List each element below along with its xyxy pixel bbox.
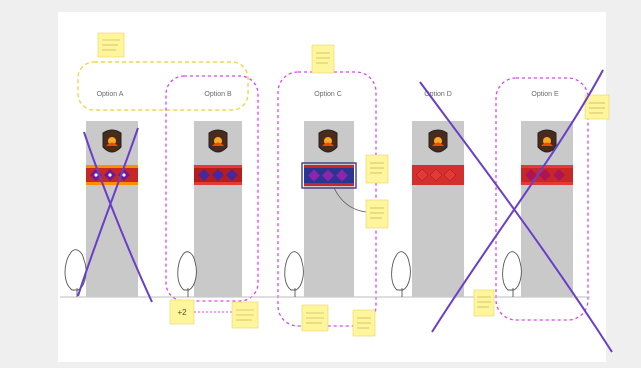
sticky-note-text: +2 — [177, 308, 187, 317]
annotation-arrow — [333, 187, 367, 213]
sticky-note[interactable]: +2 — [169, 299, 195, 325]
shield-emblem-icon — [428, 129, 448, 153]
sticky-note[interactable] — [301, 304, 329, 332]
sticky-note[interactable] — [231, 301, 259, 329]
sticky-note[interactable] — [365, 154, 389, 184]
tree-icon — [502, 251, 522, 297]
option-label: Option A — [97, 91, 124, 98]
option-c-outline — [277, 71, 377, 327]
sticky-note[interactable] — [473, 289, 495, 317]
shield-emblem-icon — [208, 129, 228, 153]
tree-icon — [391, 251, 411, 297]
option-label: Option E — [531, 91, 559, 98]
tree-icon — [284, 251, 304, 297]
strike-cross-options-d-e — [419, 69, 613, 353]
strike-cross-option-a — [77, 127, 153, 303]
shield-emblem-icon — [537, 129, 557, 153]
option-label: Option C — [314, 91, 342, 98]
sticky-note[interactable] — [584, 94, 610, 120]
tree-icon — [64, 249, 87, 297]
shield-emblem-icon — [102, 129, 122, 153]
option-e-outline — [495, 77, 589, 321]
selection-outline — [301, 162, 357, 189]
option-label: Option B — [204, 91, 232, 98]
shield-emblem-icon — [318, 129, 338, 153]
sticky-note[interactable] — [97, 32, 125, 58]
option-a-grouping-outline — [77, 61, 249, 111]
tree-icon — [177, 251, 197, 297]
option-label: Option D — [424, 91, 452, 98]
sticky-note[interactable] — [311, 44, 335, 74]
sticky-note[interactable] — [365, 199, 389, 229]
sticky-note[interactable] — [352, 309, 376, 337]
